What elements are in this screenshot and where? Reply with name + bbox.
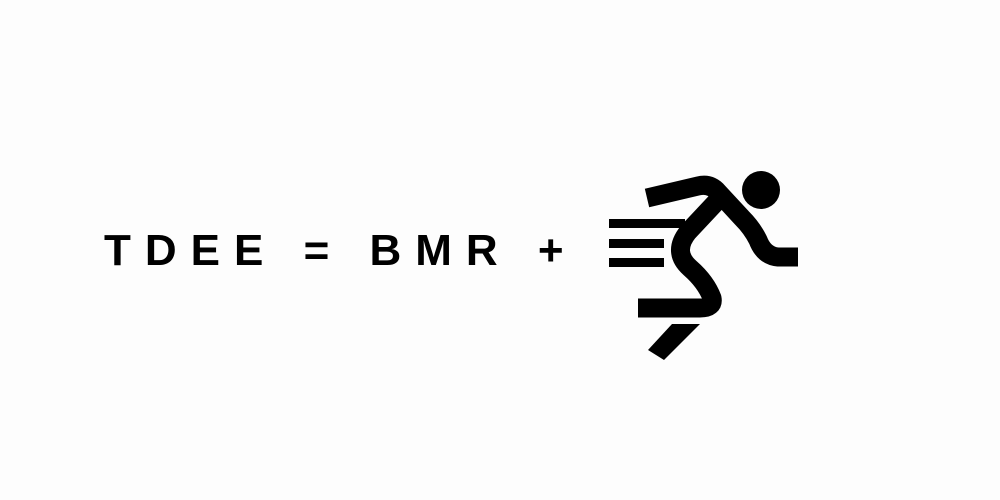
back-arm [644,175,798,267]
torso-leg [638,193,725,318]
speed-line [609,219,685,228]
speed-lines [609,219,685,267]
tdee-equation: TDEE = BMR + [104,226,578,275]
front-leg [648,324,700,360]
speed-line [609,239,664,248]
speed-line [609,258,664,267]
head [742,171,780,209]
